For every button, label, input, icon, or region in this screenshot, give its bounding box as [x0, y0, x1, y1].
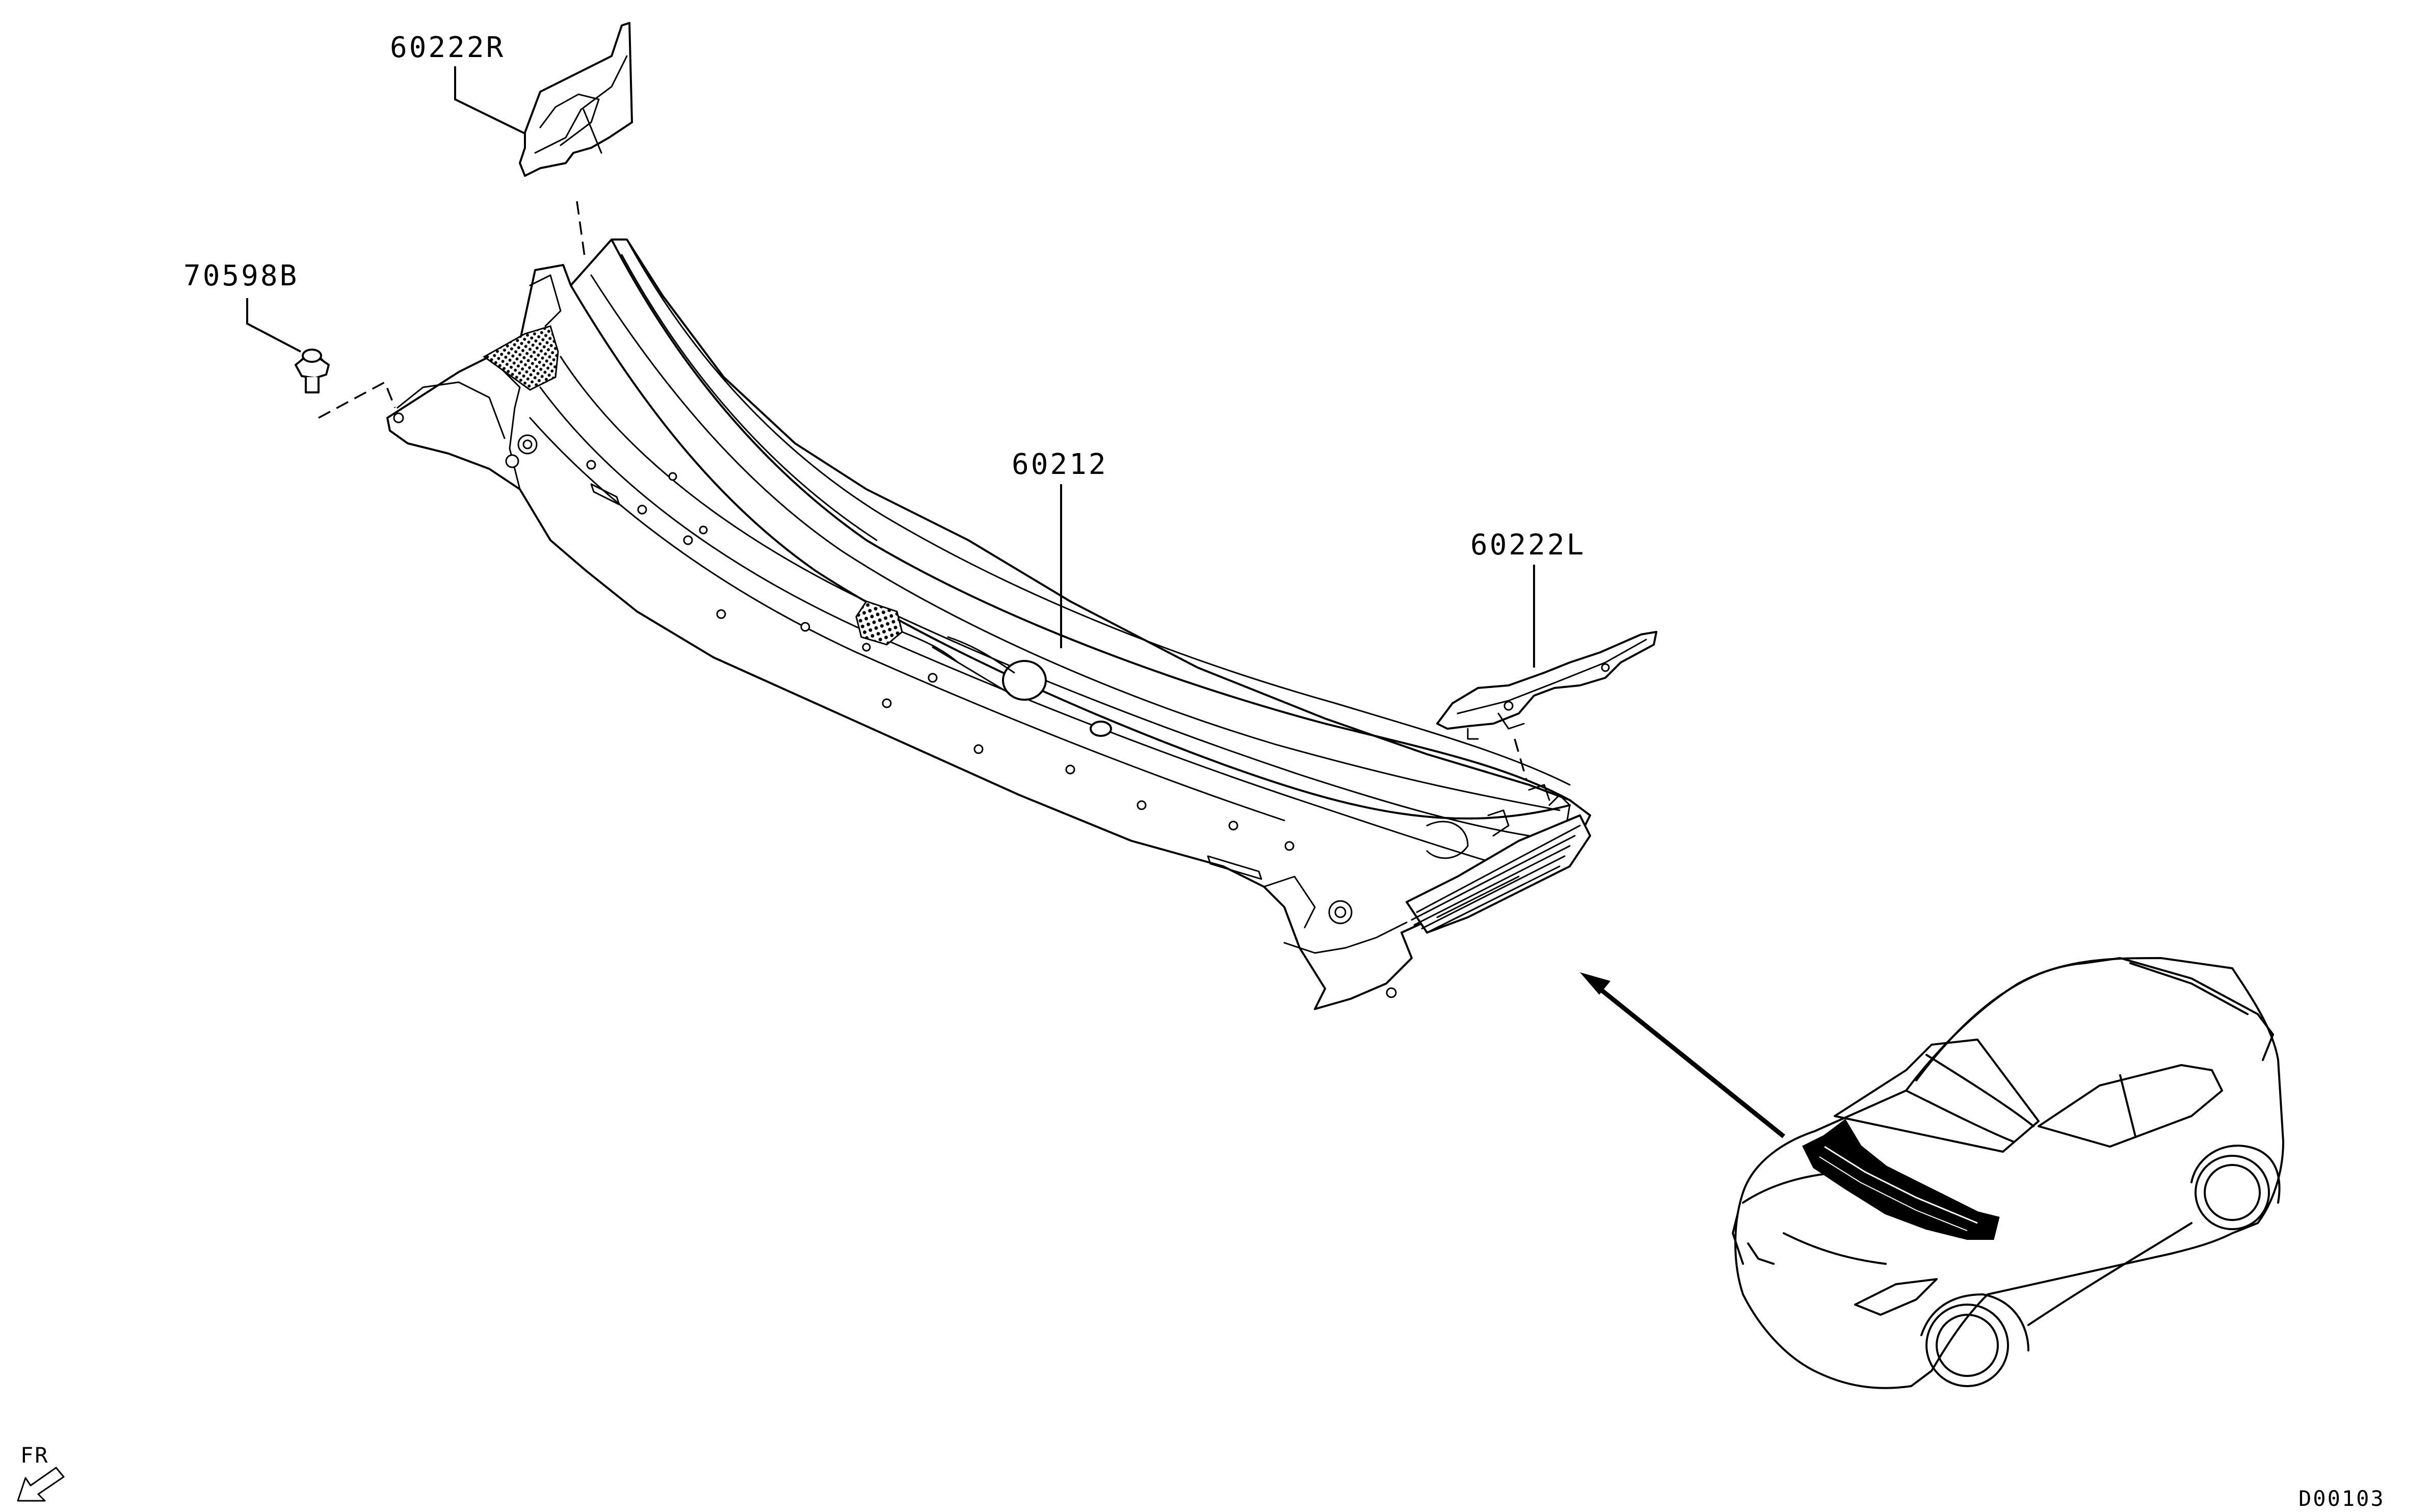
seal-right-part: [519, 22, 633, 177]
clip-install-line: [318, 381, 396, 419]
vehicle-location-view: [1732, 957, 2284, 1389]
cowl-top-ventilator-part: [386, 238, 1591, 1010]
cowl-top-ventilator-callout: 60212: [1012, 448, 1108, 648]
clip-part: [295, 349, 330, 393]
seal-left-install-line: [1514, 738, 1527, 780]
cowl-top-ventilator-label: 60212: [1012, 448, 1108, 481]
seal-right-callout: 60222R: [390, 31, 586, 260]
seal-right-leader: [454, 66, 525, 135]
clip-callout: 70598B: [183, 259, 396, 419]
seal-left-label: 60222L: [1470, 528, 1586, 562]
front-direction-indicator: FR: [17, 1443, 65, 1502]
front-arrow-icon: [17, 1467, 65, 1502]
seal-right-install-line: [576, 201, 586, 260]
seal-left-callout: 60222L: [1470, 528, 1586, 780]
seal-left-part: [1436, 631, 1657, 740]
front-indicator-label: FR: [20, 1443, 49, 1468]
seal-right-label: 60222R: [390, 31, 505, 64]
clip-leader: [246, 298, 301, 353]
diagram-code: D00103: [2299, 1486, 2385, 1511]
location-arrow: [1580, 972, 1785, 1138]
clip-label: 70598B: [183, 259, 299, 293]
